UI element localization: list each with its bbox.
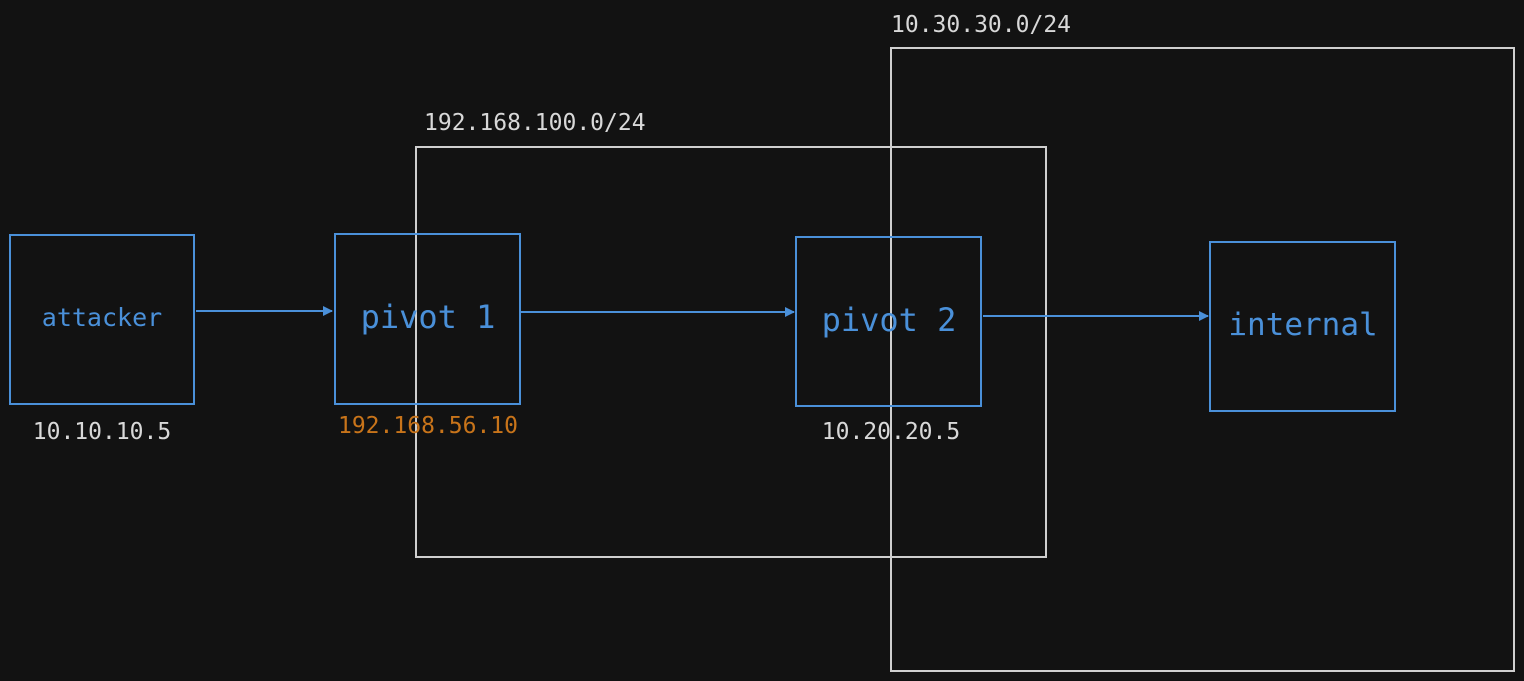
zone-192-168-100-label: 192.168.100.0/24 bbox=[424, 110, 646, 136]
zone-10-30-30 bbox=[890, 47, 1515, 672]
node-pivot1-label: pivot 1 bbox=[361, 298, 496, 336]
node-internal: internal bbox=[1209, 241, 1396, 412]
node-internal-box bbox=[1209, 241, 1396, 412]
node-pivot2-label: pivot 2 bbox=[822, 301, 957, 339]
node-attacker-label: attacker bbox=[42, 303, 162, 332]
node-pivot2: pivot 2 bbox=[795, 236, 982, 407]
zone-10-30-30-label: 10.30.30.0/24 bbox=[891, 12, 1071, 38]
node-internal-label: internal bbox=[1228, 307, 1377, 343]
node-pivot1-box bbox=[334, 233, 521, 405]
node-attacker: attacker bbox=[9, 234, 195, 405]
node-pivot2-box bbox=[795, 236, 982, 407]
node-pivot1-ip: 192.168.56.10 bbox=[338, 413, 518, 439]
node-pivot2-ip: 10.20.20.5 bbox=[822, 419, 960, 445]
node-attacker-ip: 10.10.10.5 bbox=[33, 419, 171, 445]
node-pivot1: pivot 1 bbox=[334, 233, 521, 405]
zone-192-168-100 bbox=[415, 146, 1047, 558]
node-attacker-box bbox=[9, 234, 195, 405]
